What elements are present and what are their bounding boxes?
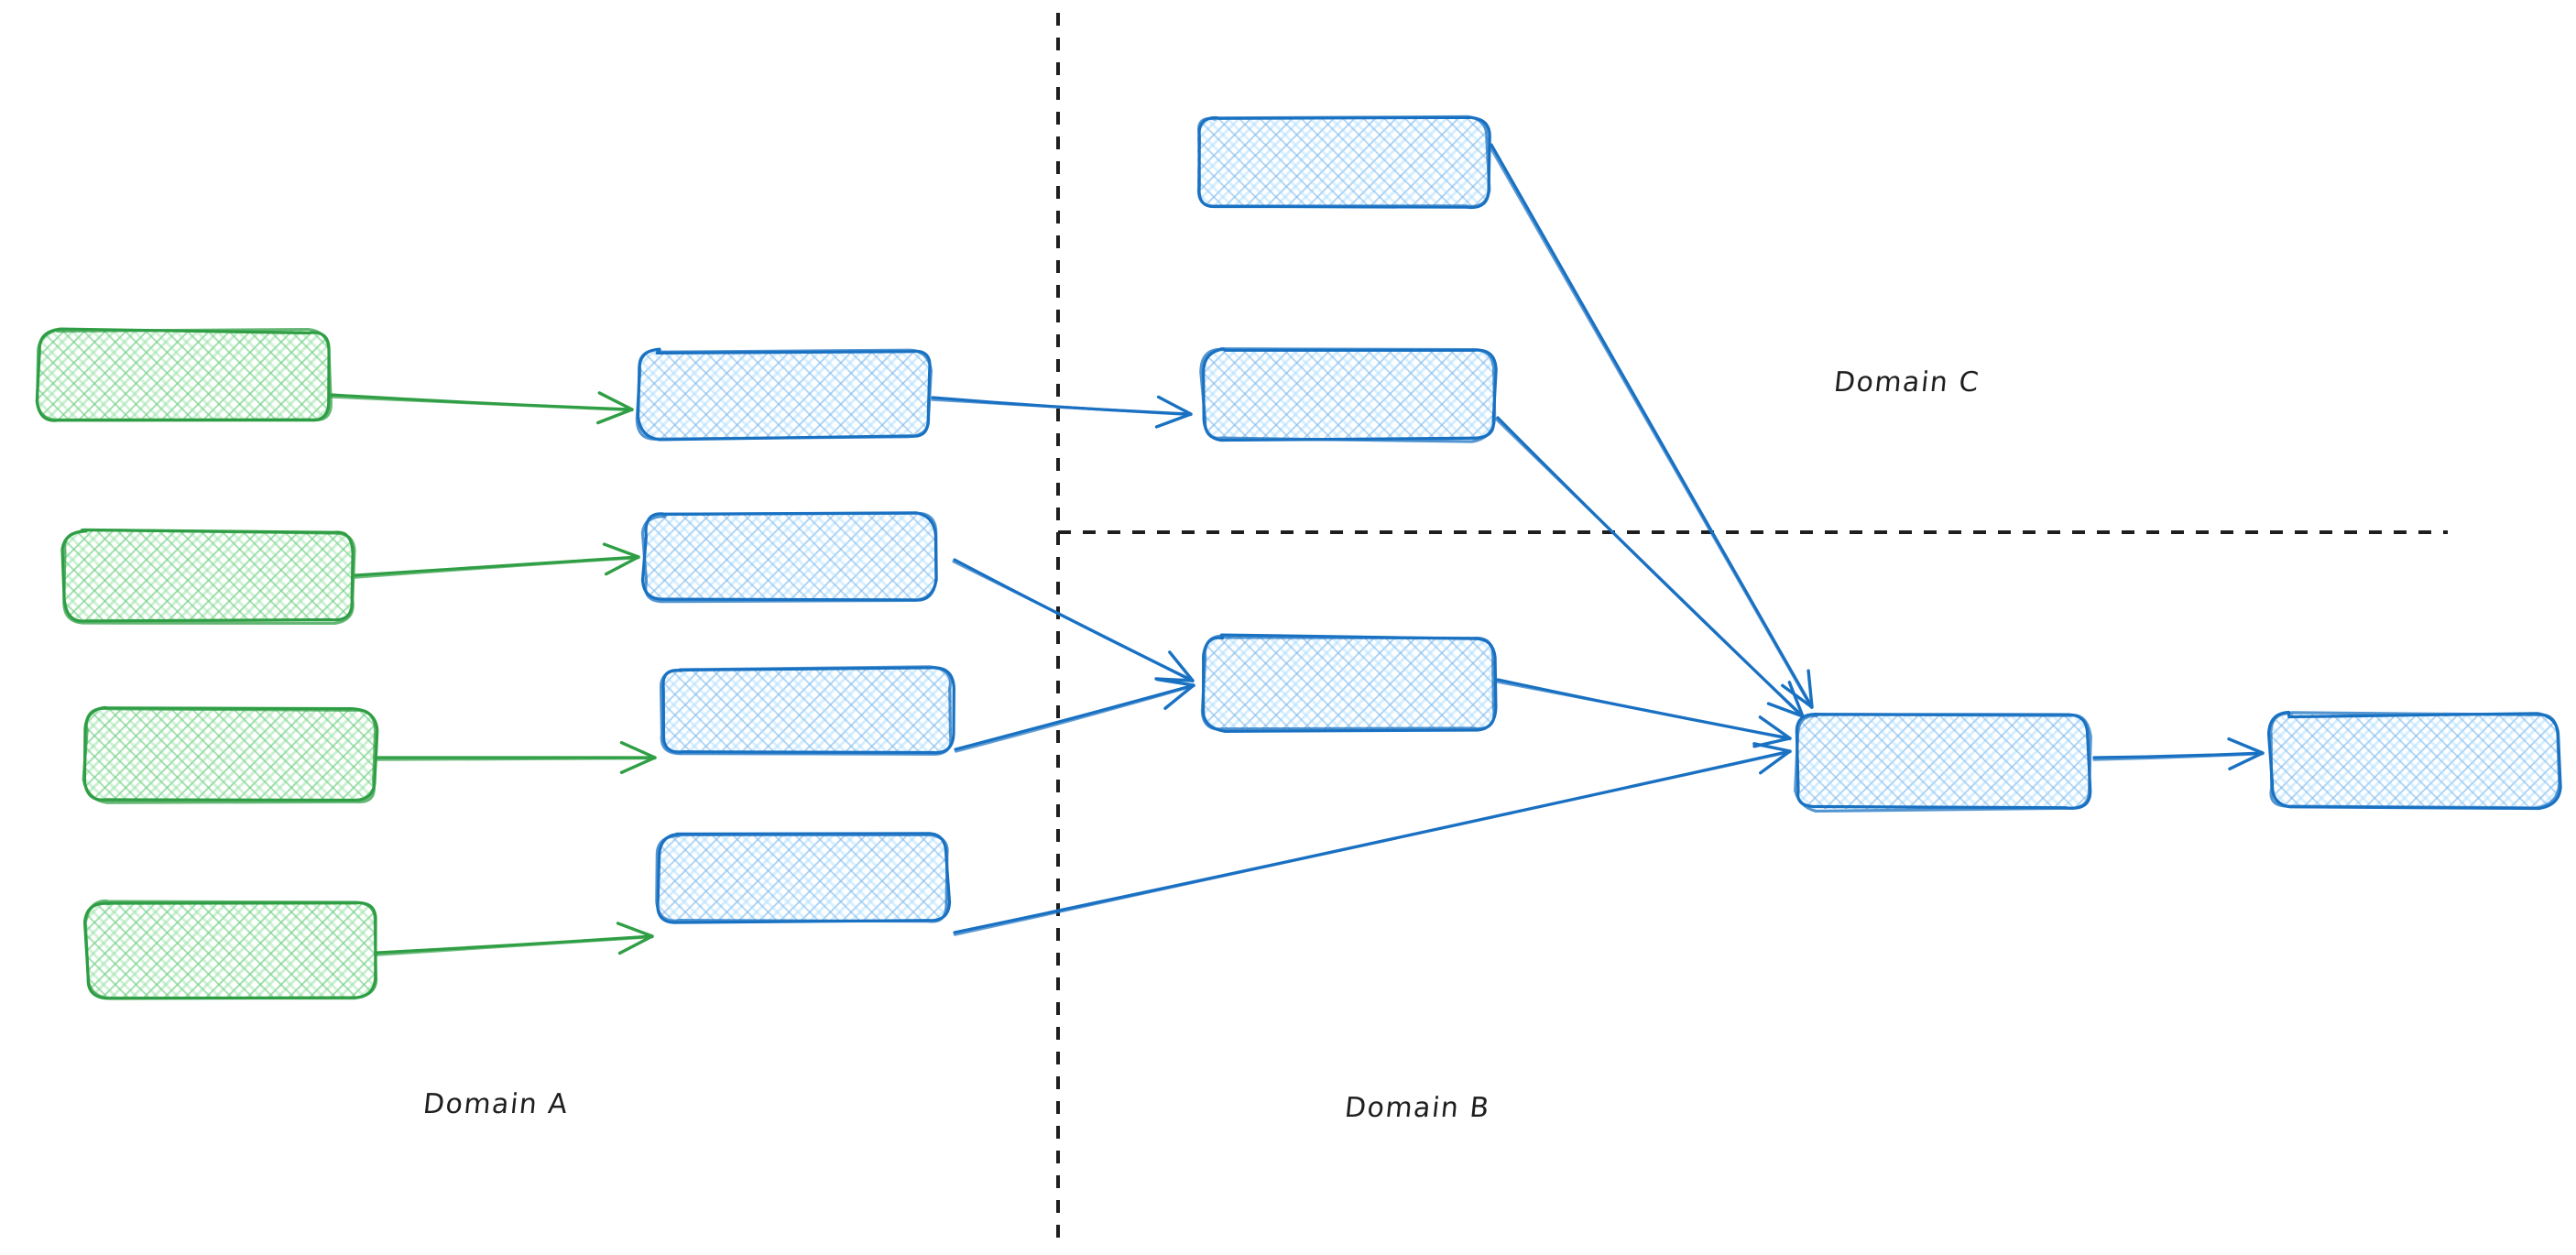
- edge-a2-to-m2: [354, 542, 640, 579]
- node-border: [2269, 711, 2561, 810]
- node-b2[interactable]: [1199, 347, 1498, 443]
- node-a4[interactable]: [82, 899, 378, 1000]
- edge-c1-to-c2: [2092, 737, 2265, 770]
- node-fill: [85, 710, 376, 802]
- edge-b2-to-c1: [1494, 416, 1805, 719]
- edge-line: [1495, 680, 1792, 741]
- domain-b-label: Domain B: [1343, 1092, 1492, 1124]
- node-fill: [644, 515, 935, 600]
- edge-line: [953, 750, 1792, 936]
- node-m1[interactable]: [635, 347, 933, 442]
- edge-arrowhead-icon: [1154, 650, 1195, 682]
- edge-m3-to-b3: [954, 678, 1195, 753]
- node-fill: [1797, 715, 2089, 809]
- edge-m1-to-b2: [931, 395, 1193, 429]
- edge-line: [2092, 752, 2265, 761]
- edge-line: [1488, 144, 1814, 709]
- node-border: [83, 899, 378, 1000]
- node-fill: [661, 669, 952, 754]
- edge-a4-to-m4: [376, 922, 654, 956]
- edge-line: [330, 395, 634, 412]
- edge-arrowhead-icon: [1766, 681, 1805, 718]
- node-b3[interactable]: [1200, 633, 1498, 733]
- edge-m4-to-c1: [953, 742, 1792, 936]
- edge-a1-to-m1: [330, 391, 634, 425]
- edge-line: [377, 757, 657, 761]
- domain-c-label: Domain C: [1832, 366, 1981, 398]
- dividers-layer: [1056, 13, 2448, 1242]
- node-a1[interactable]: [35, 327, 333, 422]
- edge-line: [376, 935, 654, 956]
- edge-arrowhead-icon: [1752, 715, 1792, 748]
- edge-line: [354, 556, 640, 579]
- node-a3[interactable]: [82, 705, 379, 804]
- node-border: [1199, 347, 1497, 443]
- node-fill: [2270, 715, 2559, 806]
- node-c1[interactable]: [1794, 712, 2092, 813]
- edge-arrowhead-icon: [2227, 737, 2265, 770]
- edge-arrowhead-icon: [602, 542, 640, 576]
- edge-b1-to-c1: [1488, 143, 1814, 709]
- node-fill: [1204, 637, 1495, 729]
- edges-layer: [330, 143, 2265, 956]
- node-a2[interactable]: [60, 528, 356, 626]
- edge-arrowhead-icon: [1154, 395, 1193, 429]
- edge-arrowhead-icon: [596, 391, 634, 425]
- edge-arrowhead-icon: [1155, 678, 1195, 710]
- edge-line: [952, 560, 1195, 683]
- edge-arrowhead-icon: [616, 922, 654, 955]
- node-border: [1200, 634, 1496, 731]
- node-border: [82, 706, 377, 804]
- edge-line: [954, 684, 1195, 753]
- node-m4[interactable]: [655, 832, 952, 924]
- edge-b3-to-c1: [1495, 678, 1792, 748]
- node-fill: [1203, 350, 1494, 440]
- node-border: [36, 327, 333, 422]
- edge-line: [1494, 417, 1805, 719]
- node-fill: [38, 331, 330, 421]
- edge-m2-to-b3: [952, 558, 1195, 683]
- node-border: [1196, 115, 1491, 209]
- node-fill: [87, 902, 377, 997]
- node-m2[interactable]: [640, 511, 938, 604]
- nodes-layer: [35, 115, 2562, 1000]
- node-fill: [1197, 117, 1489, 208]
- edge-line: [931, 398, 1193, 417]
- node-border: [62, 528, 356, 626]
- edge-arrowhead-icon: [1752, 742, 1792, 775]
- node-border: [655, 833, 949, 923]
- node-border: [659, 665, 953, 756]
- node-border: [1794, 712, 2092, 813]
- node-fill: [64, 531, 354, 621]
- node-fill: [639, 351, 930, 438]
- node-b1[interactable]: [1196, 115, 1491, 210]
- node-fill: [658, 835, 948, 922]
- node-m3[interactable]: [659, 665, 955, 756]
- node-c2[interactable]: [2266, 710, 2562, 811]
- edge-arrowhead-icon: [619, 740, 657, 775]
- edge-a3-to-m3: [377, 740, 657, 775]
- node-border: [640, 511, 938, 604]
- domain-a-label: Domain A: [421, 1088, 571, 1120]
- node-border: [635, 347, 933, 441]
